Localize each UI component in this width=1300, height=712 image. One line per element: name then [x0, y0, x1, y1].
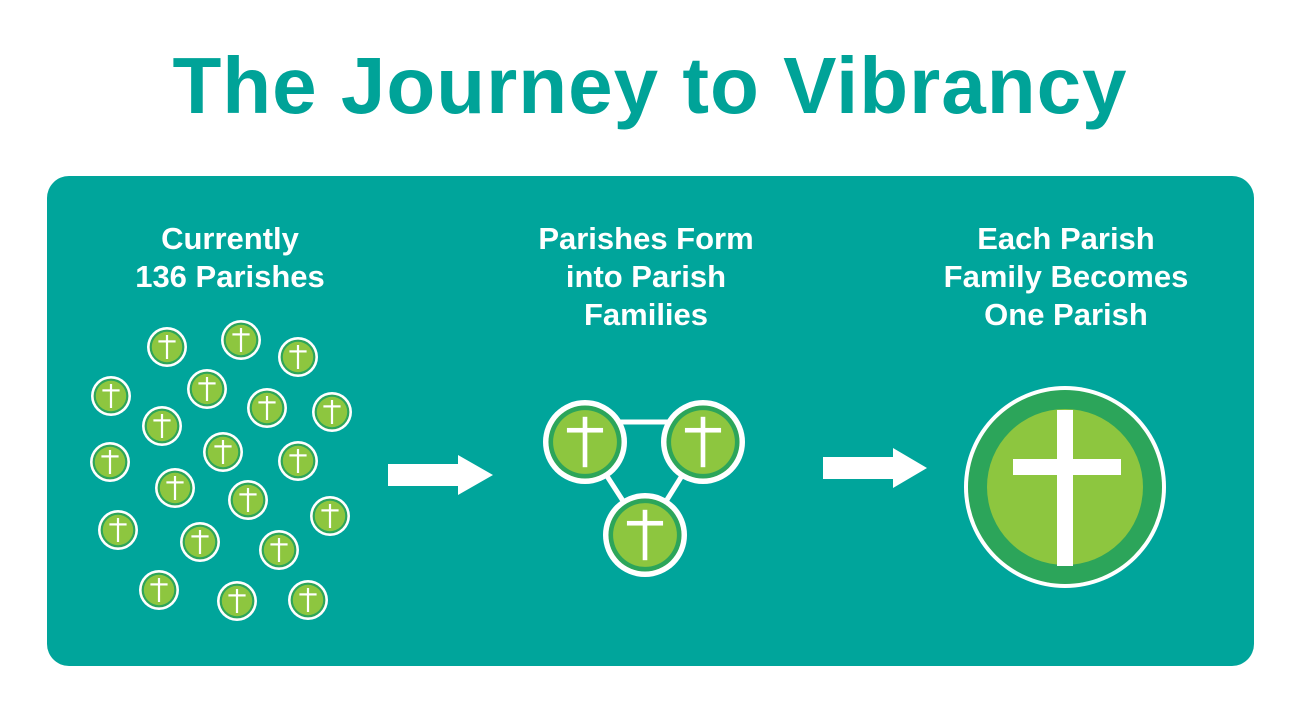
parish-cross-icon	[98, 510, 138, 550]
arrow-right-icon	[823, 448, 927, 488]
step-2-heading: Parishes Form into Parish Families	[466, 220, 826, 334]
arrow-right-icon	[388, 455, 493, 495]
parish-cross-icon	[147, 327, 187, 367]
step-1-heading: Currently 136 Parishes	[50, 220, 410, 296]
parish-cross-icon	[543, 400, 627, 484]
parish-cross-icon	[661, 400, 745, 484]
parish-cross-icon	[139, 570, 179, 610]
step-3-line: Family Becomes	[943, 259, 1189, 294]
parish-cross-icon	[603, 493, 687, 577]
step-1-line: 136 Parishes	[135, 259, 325, 294]
step-3-heading: Each Parish Family Becomes One Parish	[876, 220, 1256, 334]
parish-cross-icon	[187, 369, 227, 409]
parish-family-cluster-icon	[543, 400, 745, 577]
parish-cross-icon	[142, 406, 182, 446]
parish-cross-icon	[90, 442, 130, 482]
parish-cross-icon	[155, 468, 195, 508]
parish-cross-icon	[203, 432, 243, 472]
step-2-line: Families	[583, 297, 709, 332]
step-2-line: Parishes Form	[538, 221, 754, 256]
parish-cross-icon	[217, 581, 257, 621]
step-3-line: One Parish	[984, 297, 1148, 332]
parish-cross-icon	[278, 441, 318, 481]
parish-cross-icon	[312, 392, 352, 432]
parish-cross-icon	[247, 388, 287, 428]
parish-cross-icon	[228, 480, 268, 520]
parish-cross-icon	[91, 376, 131, 416]
parish-cross-icon	[259, 530, 299, 570]
parish-cross-icon	[310, 496, 350, 536]
step-1-line: Currently	[161, 221, 299, 256]
parish-cross-icon	[278, 337, 318, 377]
step-2-line: into Parish	[565, 259, 727, 294]
step-3-line: Each Parish	[977, 221, 1155, 256]
page-title: The Journey to Vibrancy	[172, 41, 1128, 130]
parish-cross-icon	[288, 580, 328, 620]
parish-cross-icon	[221, 320, 261, 360]
many-small-parish-cross-icons	[90, 320, 352, 621]
single-large-parish-cross-icon	[964, 386, 1166, 588]
parish-cross-icon	[180, 522, 220, 562]
